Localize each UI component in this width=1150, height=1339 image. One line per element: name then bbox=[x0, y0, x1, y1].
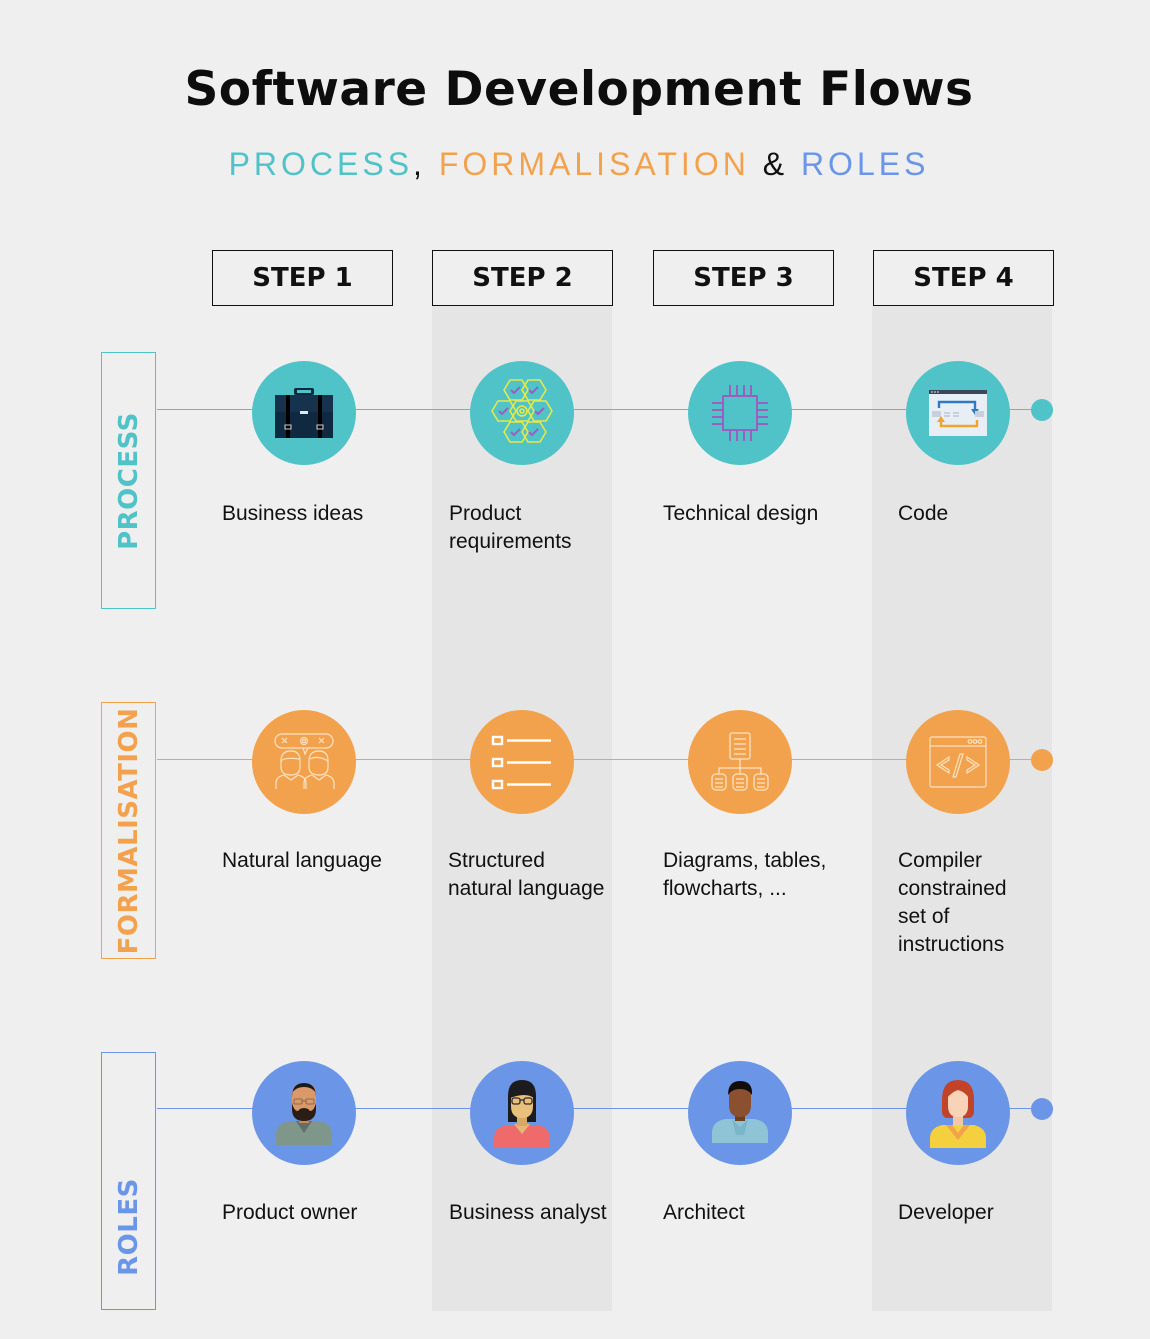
formalisation-caption-4: Compiler constrained set of instructions bbox=[898, 849, 1007, 956]
row-label-formalisation: FORMALISATION bbox=[101, 702, 156, 959]
subtitle-roles: ROLES bbox=[800, 146, 930, 182]
bearded-man-avatar-icon bbox=[276, 1083, 332, 1145]
code-window-icon bbox=[929, 390, 987, 436]
step-1-header: STEP 1 bbox=[212, 250, 393, 306]
briefcase-icon bbox=[275, 388, 333, 438]
process-node-1 bbox=[252, 361, 356, 465]
row-label-roles-text: ROLES bbox=[113, 1178, 144, 1276]
redhead-woman-avatar-icon bbox=[930, 1080, 986, 1148]
formalisation-caption-2: Structured natural language bbox=[448, 849, 605, 900]
formalisation-node-3 bbox=[688, 710, 792, 814]
formalisation-caption-3: Diagrams, tables, flowcharts, ... bbox=[663, 849, 827, 900]
step-3-header: STEP 3 bbox=[653, 250, 834, 306]
man-avatar-icon bbox=[712, 1081, 768, 1143]
roles-node-1 bbox=[252, 1061, 356, 1165]
roles-node-4 bbox=[906, 1061, 1010, 1165]
roles-caption-1: Product owner bbox=[222, 1201, 358, 1224]
chip-icon bbox=[712, 385, 768, 441]
formalisation-node-2 bbox=[470, 710, 574, 814]
process-caption-2: Product requirements bbox=[449, 502, 572, 553]
roles-caption-3: Architect bbox=[663, 1201, 745, 1224]
subtitle-sep-1: , bbox=[413, 146, 439, 182]
roles-node-3 bbox=[688, 1061, 792, 1165]
hexagon-checklist-icon bbox=[491, 379, 553, 443]
process-connector-line bbox=[157, 409, 1042, 410]
conversation-icon bbox=[274, 733, 335, 789]
row-label-process-text: PROCESS bbox=[113, 411, 144, 550]
subtitle-process: PROCESS bbox=[228, 146, 414, 182]
formalisation-connector-line bbox=[157, 759, 1042, 760]
roles-caption-2: Business analyst bbox=[449, 1201, 607, 1224]
woman-glasses-avatar-icon bbox=[494, 1080, 550, 1148]
process-node-2 bbox=[470, 361, 574, 465]
formalisation-node-4 bbox=[906, 710, 1010, 814]
roles-node-2 bbox=[470, 1061, 574, 1165]
step-2-header: STEP 2 bbox=[432, 250, 613, 306]
row-label-roles: ROLES bbox=[101, 1052, 156, 1310]
formalisation-caption-1: Natural language bbox=[222, 849, 382, 872]
subtitle-sep-2: & bbox=[749, 146, 801, 182]
row-label-formalisation-text: FORMALISATION bbox=[113, 707, 144, 954]
hierarchy-diagram-icon bbox=[711, 732, 769, 791]
page-title: Software Development Flows bbox=[184, 62, 974, 117]
process-node-4 bbox=[906, 361, 1010, 465]
formalisation-node-1 bbox=[252, 710, 356, 814]
row-label-process: PROCESS bbox=[101, 352, 156, 609]
process-caption-1: Business ideas bbox=[222, 502, 364, 525]
process-node-3 bbox=[688, 361, 792, 465]
process-caption-3: Technical design bbox=[663, 502, 819, 525]
subtitle-formalisation: FORMALISATION bbox=[438, 146, 750, 182]
roles-connector-line bbox=[157, 1108, 1042, 1109]
checklist-icon bbox=[491, 735, 551, 790]
process-end-dot bbox=[1031, 399, 1053, 421]
process-caption-4: Code bbox=[898, 502, 949, 525]
roles-end-dot bbox=[1031, 1098, 1053, 1120]
formalisation-end-dot bbox=[1031, 749, 1053, 771]
code-tag-window-icon bbox=[929, 736, 987, 788]
page-subtitle: PROCESS, FORMALISATION & ROLES bbox=[0, 146, 1150, 183]
roles-caption-4: Developer bbox=[898, 1201, 994, 1224]
step-4-header: STEP 4 bbox=[873, 250, 1054, 306]
